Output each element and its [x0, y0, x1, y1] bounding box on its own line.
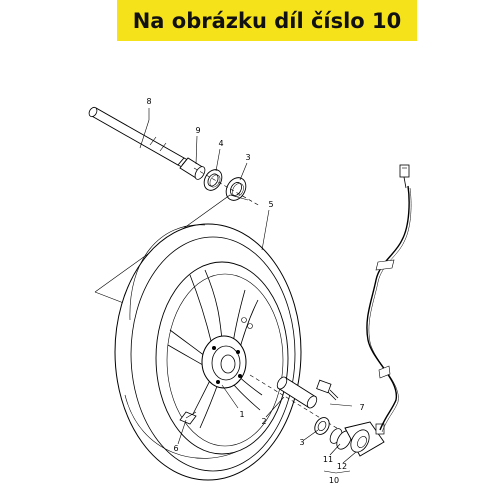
callout-7: 7: [359, 403, 364, 412]
speedometer-gear-unit-part-10: [329, 421, 385, 457]
callout-10: 10: [329, 476, 339, 485]
valve-part-6: [179, 411, 197, 425]
callout-8: 8: [146, 97, 151, 106]
axis-line-upper: [193, 167, 261, 207]
callout-6: 6: [173, 444, 178, 453]
reference-line-upper: [94, 194, 249, 293]
callout-9: 9: [195, 126, 200, 135]
callout-12: 12: [337, 462, 347, 471]
bearing-part-3-upper: [225, 177, 247, 201]
part-number-banner: Na obrázku díl číslo 10: [117, 0, 417, 41]
leader-lines: [139, 108, 357, 474]
axle-part-8: [88, 106, 195, 172]
callout-11: 11: [323, 455, 333, 464]
callout-2: 2: [261, 417, 266, 426]
wheel-hub: [201, 317, 253, 389]
callout-3-lower: 3: [299, 438, 304, 447]
callout-1: 1: [239, 410, 244, 419]
banner-title: Na obrázku díl číslo 10: [132, 8, 402, 33]
callout-4: 4: [218, 139, 223, 148]
spacer-part-2: [276, 376, 318, 409]
bearing-part-3-lower: [314, 417, 330, 435]
callout-3-upper: 3: [245, 153, 250, 162]
sensor-cable: [366, 164, 412, 433]
bolt-part-7: [316, 379, 339, 401]
oil-seal-part-4: [203, 169, 223, 191]
callout-5: 5: [268, 200, 273, 209]
